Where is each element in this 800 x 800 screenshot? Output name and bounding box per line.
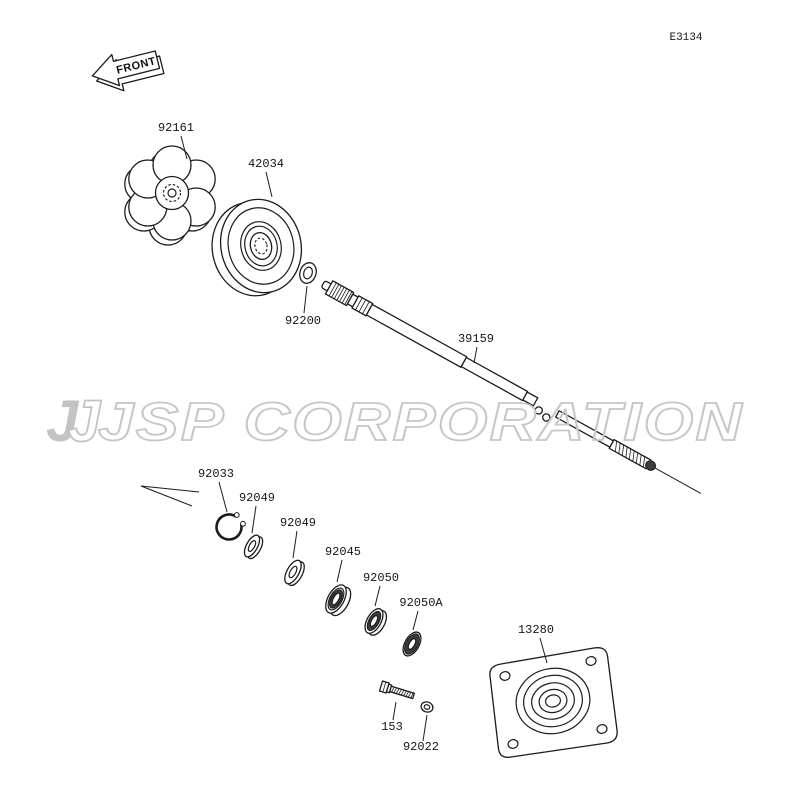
- front-direction-arrow: FRONT: [91, 50, 165, 92]
- leader-circlip: [218, 481, 228, 513]
- part-label-92050a: 92050A: [399, 596, 443, 610]
- part-drawing-washer-92022: [420, 701, 434, 713]
- part-drawing-shaft-39159: [321, 280, 702, 494]
- leader-92050a: [412, 610, 419, 631]
- leader-92050: [374, 585, 381, 607]
- part-drawing-holder-13280: [489, 647, 618, 758]
- part-label-holder: 13280: [518, 623, 554, 637]
- holder-bolt-hole: [596, 724, 608, 734]
- part-label-shaft: 39159: [458, 332, 494, 346]
- part-label-92045: 92045: [325, 545, 361, 559]
- leader-bolt: [392, 701, 397, 721]
- shaft-ball-a: [534, 406, 543, 415]
- leader-damper: [180, 135, 188, 160]
- part-drawing-washer-92049-a: [243, 534, 264, 560]
- holder-plate: [489, 647, 618, 758]
- front-arrow-body: [91, 50, 161, 87]
- leader-92200: [303, 285, 308, 314]
- watermark-logo-solid: J: [46, 389, 80, 454]
- part-labels: 92161 42034 92200 39159 92033 92049 9204…: [158, 121, 554, 754]
- part-label-92050: 92050: [363, 571, 399, 585]
- holder-bolt-hole: [585, 656, 597, 666]
- leader-92045: [336, 559, 343, 583]
- part-label-92200: 92200: [285, 314, 321, 328]
- watermark-text: JSP CORPORATION: [98, 392, 744, 452]
- holder-center-boss: [515, 667, 591, 735]
- part-label-circlip: 92033: [198, 467, 234, 481]
- leader-lines: [180, 135, 548, 742]
- shaft-axis-line: [655, 467, 702, 494]
- leader-92049a: [251, 505, 257, 534]
- part-drawing-washer-92049-b: [284, 559, 305, 587]
- part-label-damper: 92161: [158, 121, 194, 135]
- part-drawing-damper-92161: [124, 145, 216, 246]
- watermark-logo-outline: J: [68, 389, 102, 454]
- part-drawing-circlip-92033: [215, 512, 246, 541]
- sheet-code: E3134: [669, 32, 702, 44]
- damper-spline-bore: [162, 183, 182, 203]
- holder-bolt-hole: [499, 671, 511, 681]
- part-drawing-bearing-92050: [364, 608, 388, 636]
- part-label-bolt: 153: [381, 720, 403, 734]
- part-drawing-seal-92050a: [402, 631, 422, 657]
- part-drawing-bolt-153: [378, 680, 415, 700]
- shaft-body-3: [522, 391, 539, 407]
- part-label-92022: 92022: [403, 740, 439, 754]
- shaft-ball-b: [542, 413, 551, 422]
- leader-hub: [265, 171, 273, 198]
- part-label-hub: 42034: [248, 157, 284, 171]
- leader-shaft: [473, 346, 478, 364]
- leader-92049b: [292, 530, 298, 559]
- assembly-axis-lines: [140, 485, 200, 507]
- part-label-92049a: 92049: [239, 491, 275, 505]
- leader-holder: [539, 637, 548, 664]
- shaft-body-1: [365, 303, 468, 368]
- shaft-end-cap: [645, 460, 657, 471]
- holder-bolt-hole: [507, 739, 519, 749]
- part-drawing-bearing-92045: [325, 584, 352, 617]
- part-drawing-ring-92200: [299, 262, 317, 284]
- leader-92022: [422, 714, 428, 742]
- part-label-92049b: 92049: [280, 516, 316, 530]
- watermark: J J JSP CORPORATION: [46, 388, 744, 455]
- part-drawing-hub-42034: [211, 198, 303, 297]
